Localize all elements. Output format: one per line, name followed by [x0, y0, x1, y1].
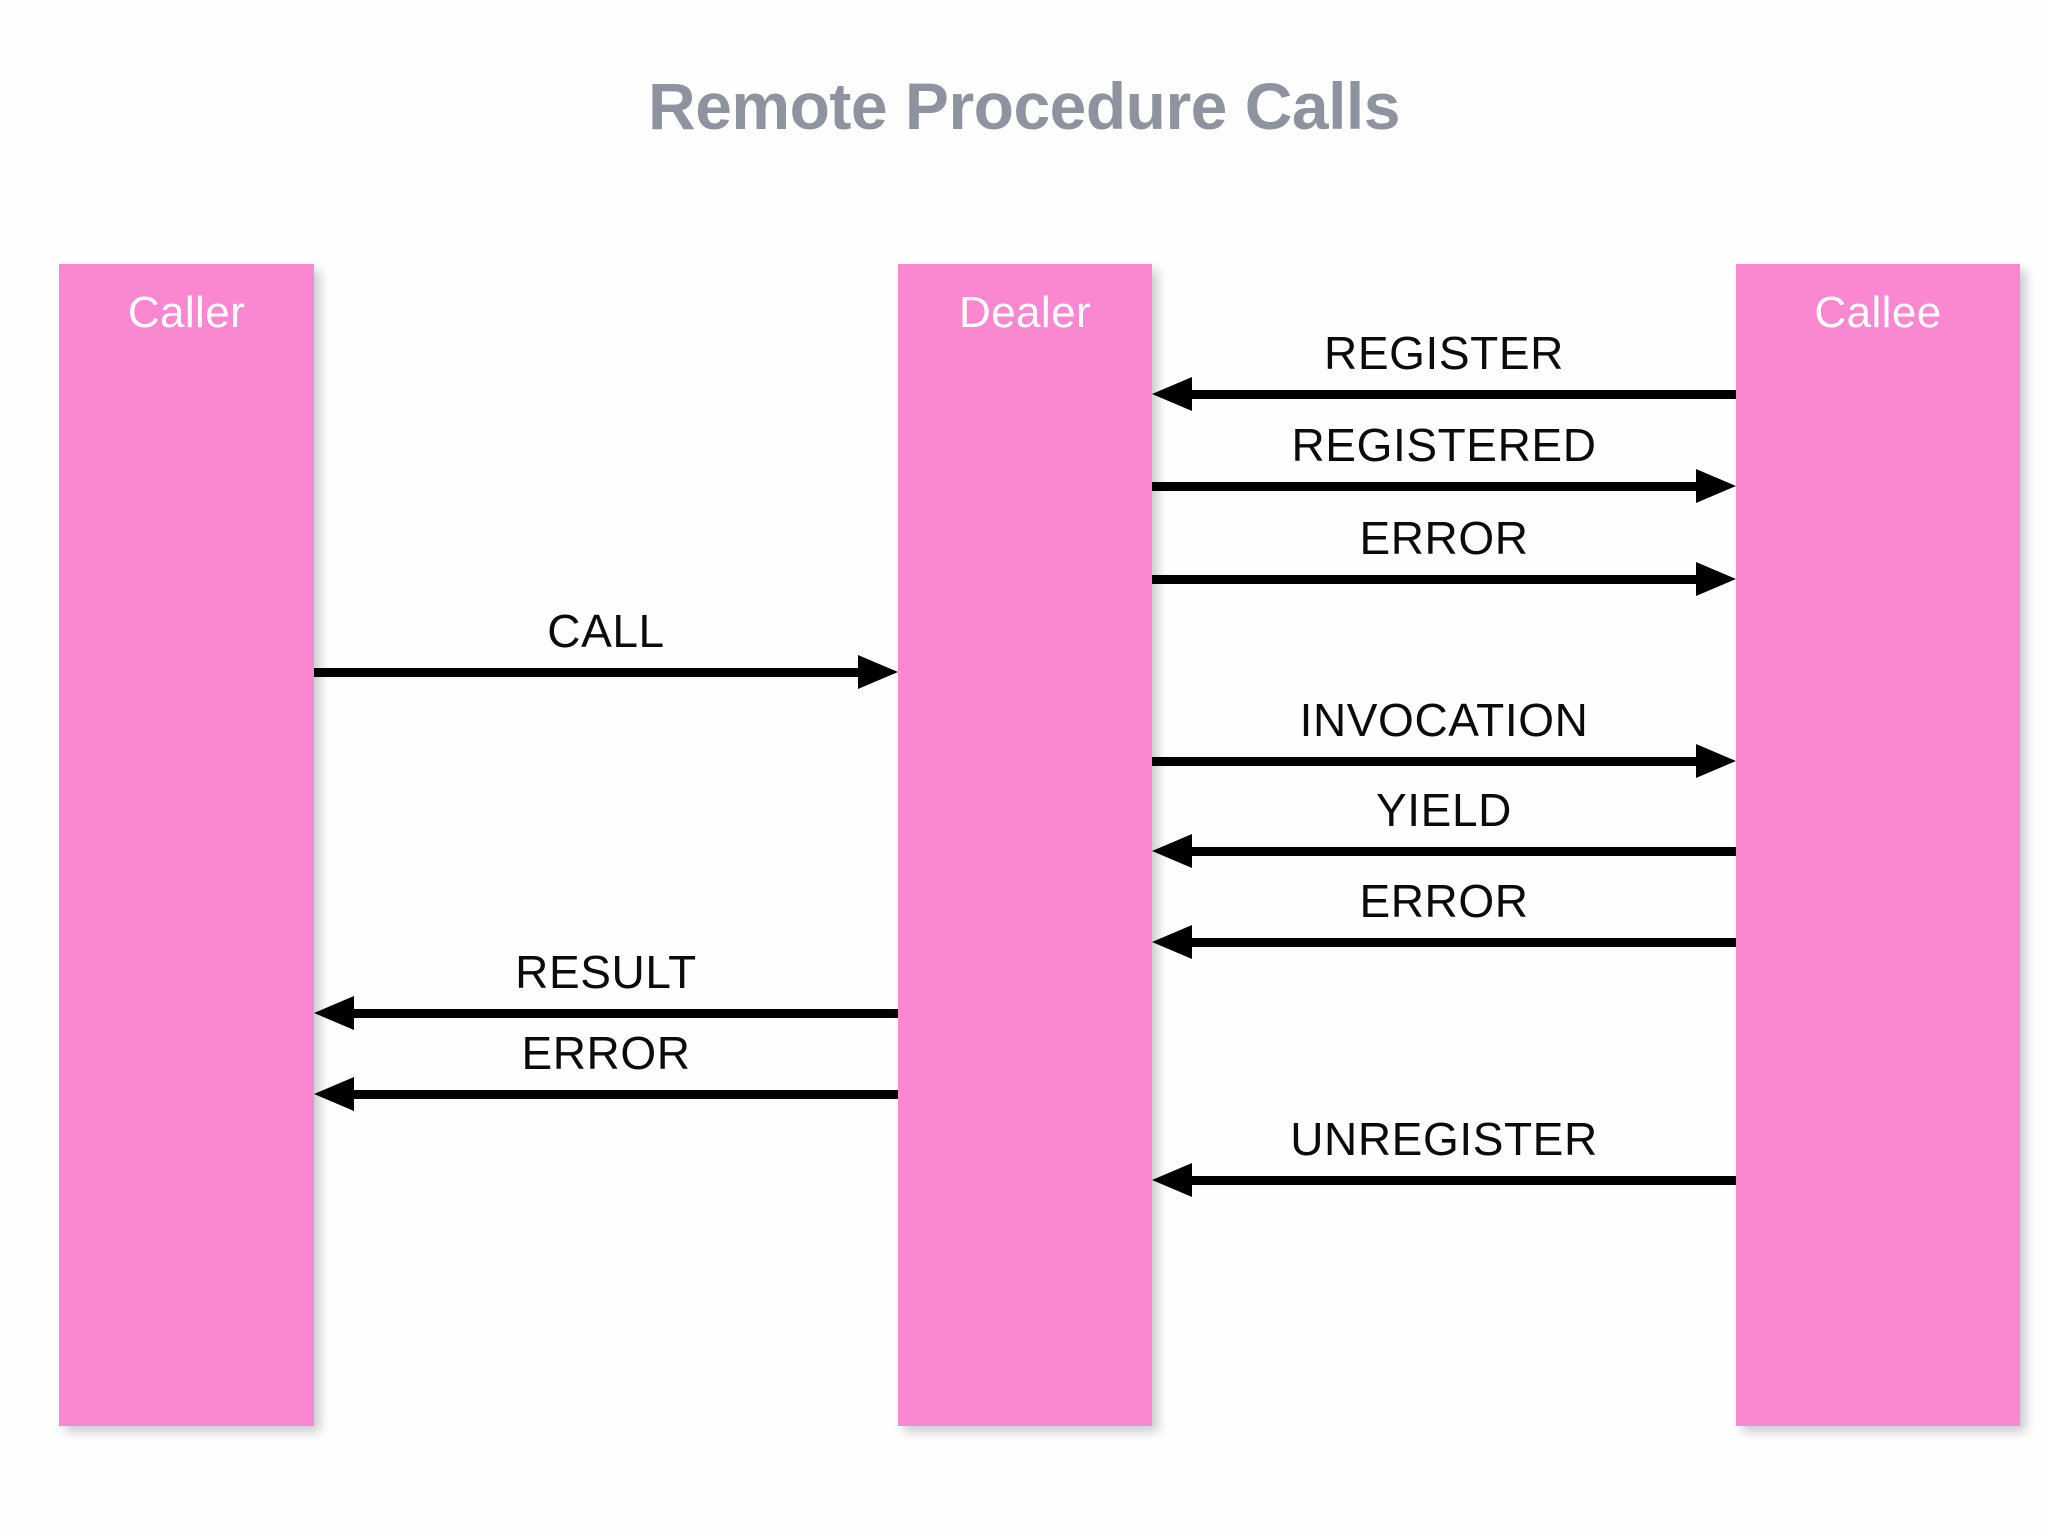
lifeline-label-callee: Callee: [1814, 288, 1942, 337]
lifeline-label-dealer: Dealer: [958, 288, 1091, 337]
arrow-shaft: [1182, 938, 1736, 947]
arrow-shaft: [344, 1090, 898, 1099]
arrow-shaft: [1152, 757, 1706, 766]
message-label: UNREGISTER: [1290, 1113, 1598, 1165]
arrow-shaft: [1152, 482, 1706, 491]
arrow-head-right-icon: [1696, 469, 1736, 503]
arrow-head-left-icon: [1152, 377, 1192, 411]
message-label: RESULT: [515, 946, 697, 998]
lifeline-label-caller: Caller: [127, 288, 246, 337]
arrow-head-right-icon: [858, 655, 898, 689]
arrow-shaft: [1182, 1176, 1736, 1185]
message-label: REGISTERED: [1291, 419, 1597, 471]
lifeline-caller: Caller: [59, 264, 314, 1426]
arrow-shaft: [1182, 847, 1736, 856]
arrow-head-left-icon: [314, 996, 354, 1030]
message-label: INVOCATION: [1299, 694, 1589, 746]
lifeline-callee: Callee: [1736, 264, 2020, 1426]
message-label: ERROR: [521, 1027, 691, 1079]
arrow-head-left-icon: [1152, 925, 1192, 959]
arrow-shaft: [344, 1009, 898, 1018]
message-label: ERROR: [1359, 512, 1529, 564]
message-label: ERROR: [1359, 875, 1529, 927]
arrow-head-left-icon: [1152, 1163, 1192, 1197]
arrow-shaft: [314, 668, 868, 677]
message-label: CALL: [547, 605, 665, 657]
lifeline-dealer: Dealer: [898, 264, 1152, 1426]
arrow-shaft: [1152, 575, 1706, 584]
message-label: YIELD: [1376, 784, 1512, 836]
arrow-head-left-icon: [314, 1077, 354, 1111]
arrow-shaft: [1182, 390, 1736, 399]
arrow-head-right-icon: [1696, 562, 1736, 596]
arrow-head-left-icon: [1152, 834, 1192, 868]
page-title: Remote Procedure Calls: [648, 69, 1400, 143]
message-label: REGISTER: [1324, 327, 1564, 379]
arrow-head-right-icon: [1696, 744, 1736, 778]
